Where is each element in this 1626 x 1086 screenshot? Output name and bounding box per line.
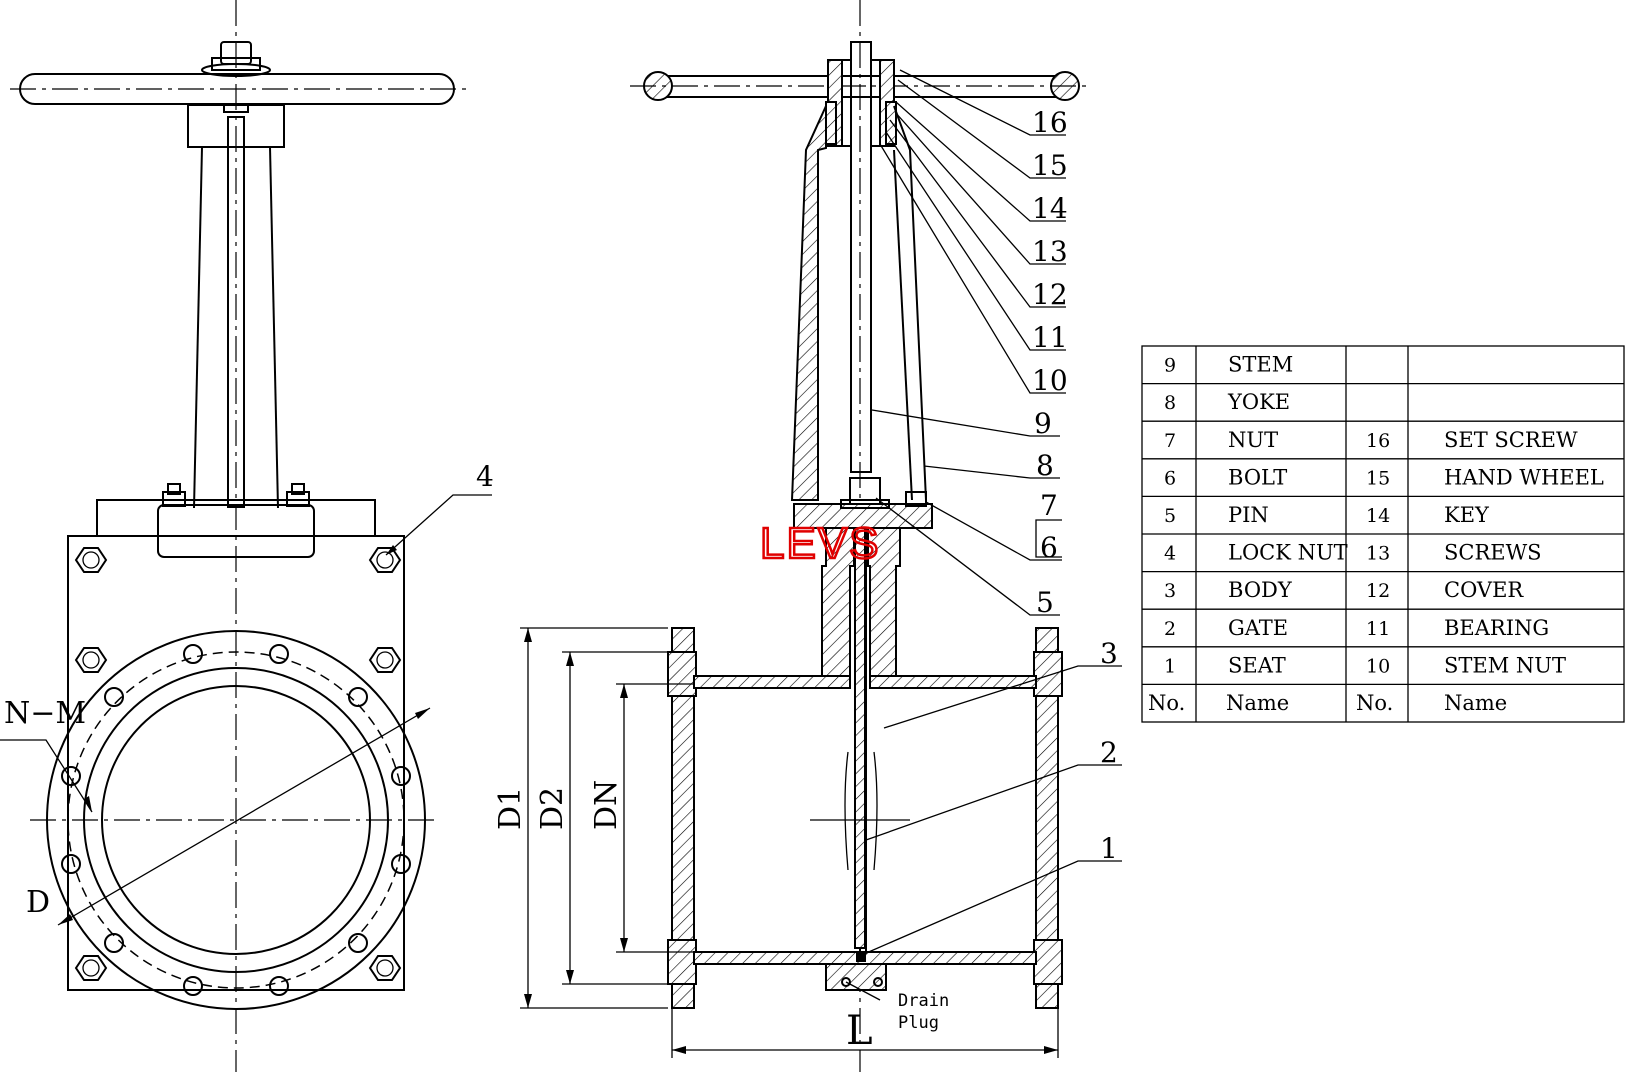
table-cell-no: 8 — [1164, 392, 1176, 414]
callout-14: 14 — [1032, 192, 1068, 225]
table-cell-name: LOCK NUT — [1228, 541, 1348, 565]
table-header-cell: No. — [1356, 691, 1393, 715]
table-cell-name: SEAT — [1228, 653, 1286, 677]
table-cell-no2: 16 — [1366, 430, 1390, 452]
dim-dn: DN — [589, 780, 624, 830]
handwheel-front — [10, 41, 466, 113]
table-cell-name2: BEARING — [1444, 616, 1549, 640]
callout-leaders — [845, 69, 1122, 1001]
callout-8: 8 — [1036, 449, 1054, 482]
table-cell-name2: HAND WHEEL — [1444, 465, 1604, 489]
table-cell-no: 5 — [1164, 505, 1176, 527]
callout-13: 13 — [1032, 235, 1068, 268]
table-cell-name: NUT — [1228, 428, 1278, 452]
table-cell-name2: SET SCREW — [1444, 428, 1578, 452]
stem-nut-assembly — [825, 41, 897, 473]
table-cell-no: 1 — [1164, 655, 1176, 677]
callout-9: 9 — [1034, 407, 1052, 440]
callout-11: 11 — [1032, 321, 1068, 354]
callout-4: 4 — [476, 460, 494, 493]
table-cell-name: BODY — [1228, 578, 1293, 602]
table-cell-name: GATE — [1228, 616, 1288, 640]
yoke-front — [96, 104, 376, 558]
dim-l: L — [846, 1008, 873, 1054]
table-cell-name: PIN — [1228, 503, 1269, 527]
table-cell-no2: 15 — [1366, 467, 1390, 489]
table-header-cell: No. — [1148, 691, 1185, 715]
front-view: 4 N−M D — [0, 0, 494, 1072]
table-cell-no: 3 — [1164, 580, 1176, 602]
table-cell-no: 6 — [1164, 467, 1176, 489]
table-cell-no: 2 — [1164, 618, 1176, 640]
callout-7: 7 — [1040, 489, 1058, 522]
body-plate — [67, 535, 405, 991]
table-cell-no2: 11 — [1366, 618, 1390, 640]
table-cell-no2: 10 — [1366, 655, 1390, 677]
table-cell-name2: STEM NUT — [1444, 653, 1566, 677]
table-cell-name: STEM — [1228, 353, 1293, 377]
callout-5: 5 — [1036, 586, 1054, 619]
table-cell-name: YOKE — [1227, 390, 1290, 414]
dim-d2: D2 — [535, 787, 570, 830]
body-section — [667, 527, 1063, 1009]
table-cell-no2: 13 — [1366, 543, 1390, 565]
handwheel-section — [630, 71, 1090, 101]
callout-10: 10 — [1032, 364, 1068, 397]
table-cell-name2: SCREWS — [1444, 541, 1542, 565]
table-header-cell: Name — [1226, 691, 1289, 715]
callout-12: 12 — [1032, 278, 1068, 311]
flange-front — [0, 494, 492, 1010]
corner-nuts — [74, 547, 402, 981]
callout-3: 3 — [1100, 637, 1118, 670]
section-view: 16 15 14 13 12 11 10 9 8 7 6 5 3 2 1 — [493, 0, 1122, 1072]
table-cell-name2: COVER — [1444, 578, 1524, 602]
callout-1: 1 — [1100, 832, 1118, 865]
table-cell-no2: 14 — [1366, 505, 1390, 527]
yoke-section — [790, 105, 933, 959]
callout-6: 6 — [1040, 531, 1058, 564]
dim-d1: D1 — [493, 787, 528, 830]
table-header-cell: Name — [1444, 691, 1507, 715]
table-cell-name: BOLT — [1228, 465, 1287, 489]
table-cell-no: 9 — [1164, 355, 1176, 377]
drain-label-2: Plug — [898, 1013, 939, 1033]
brand-logo: LEVS — [760, 519, 881, 568]
drain-label-1: Drain — [898, 991, 949, 1011]
table-cell-no: 4 — [1164, 543, 1176, 565]
callout-15: 15 — [1032, 149, 1068, 182]
table-cell-no: 7 — [1164, 430, 1176, 452]
callout-16: 16 — [1032, 106, 1068, 139]
label-d: D — [26, 885, 50, 920]
callout-2: 2 — [1100, 736, 1118, 769]
table-cell-name2: KEY — [1444, 503, 1490, 527]
table-cell-no2: 12 — [1366, 580, 1390, 602]
dimension-lines — [520, 627, 1059, 1058]
label-n-m: N−M — [4, 696, 86, 731]
